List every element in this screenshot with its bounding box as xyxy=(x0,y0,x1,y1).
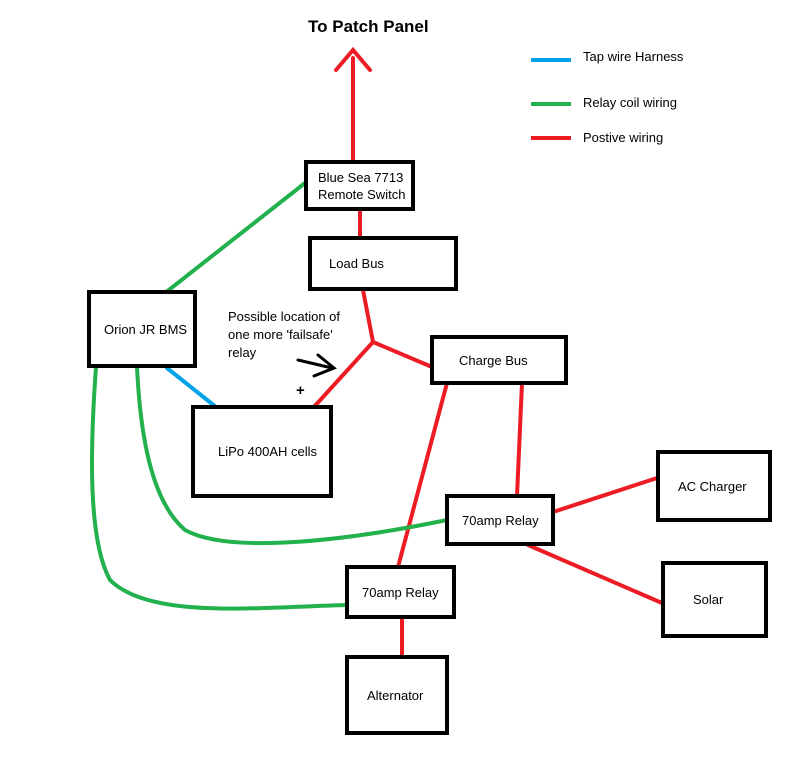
lipo-box: LiPo 400AH cells xyxy=(191,405,333,498)
wire-junction-to-charge-bus xyxy=(371,340,434,369)
ac-charger-label: AC Charger xyxy=(678,478,747,494)
wire-junction-to-lipo xyxy=(311,340,375,410)
charge-relay-label: 70amp Relay xyxy=(462,512,539,528)
wire-bms-to-alt-relay xyxy=(90,365,349,611)
wire-charge-bus-to-alt-relay xyxy=(396,381,449,569)
legend-positive-swatch xyxy=(531,136,571,140)
charge-bus-label: Charge Bus xyxy=(459,352,528,368)
remote-switch-label: Blue Sea 7713 Remote Switch xyxy=(318,169,406,202)
legend-coil-swatch xyxy=(531,102,571,106)
alt-relay-label: 70amp Relay xyxy=(362,584,439,600)
failsafe-annotation: Possible location of one more 'failsafe'… xyxy=(228,309,341,360)
ac-charger-box: AC Charger xyxy=(656,450,772,522)
remote-switch-box: Blue Sea 7713 Remote Switch xyxy=(304,160,415,211)
lipo-label: LiPo 400AH cells xyxy=(218,444,317,459)
alternator-box: Alternator xyxy=(345,655,449,735)
alt-relay-box: 70amp Relay xyxy=(345,565,456,619)
relay-coil-wiring xyxy=(90,181,449,611)
legend-tap-swatch xyxy=(531,58,571,62)
wire-charge-bus-to-relay xyxy=(515,381,524,498)
annotation-arrow-icon xyxy=(296,353,337,378)
wire-bms-to-charge-relay xyxy=(135,365,449,546)
positive-wiring xyxy=(311,46,664,659)
solar-label: Solar xyxy=(693,592,724,607)
wire-relay-to-ac-charger xyxy=(548,476,659,515)
legend-positive-label: Postive wiring xyxy=(583,130,664,145)
arrow-up-icon xyxy=(334,46,372,72)
charge-bus-box: Charge Bus xyxy=(430,335,568,385)
page-title: To Patch Panel xyxy=(308,17,429,36)
solar-box: Solar xyxy=(661,561,768,638)
bms-label: Orion JR BMS xyxy=(104,321,188,337)
wire-bms-to-remote-switch xyxy=(163,181,307,295)
tap-wire-harness xyxy=(165,366,218,409)
legend-coil-label: Relay coil wiring xyxy=(583,95,677,110)
legend-tap-label: Tap wire Harness xyxy=(583,49,684,64)
load-bus-label: Load Bus xyxy=(329,256,384,271)
wire-load-bus-to-junction xyxy=(361,288,375,344)
positive-terminal-mark: + xyxy=(296,382,305,399)
wire-relay-to-solar xyxy=(526,543,664,605)
load-bus-box: Load Bus xyxy=(308,236,458,291)
bms-box: Orion JR BMS xyxy=(87,290,197,368)
charge-relay-box: 70amp Relay xyxy=(445,494,555,546)
alternator-label: Alternator xyxy=(367,687,424,703)
